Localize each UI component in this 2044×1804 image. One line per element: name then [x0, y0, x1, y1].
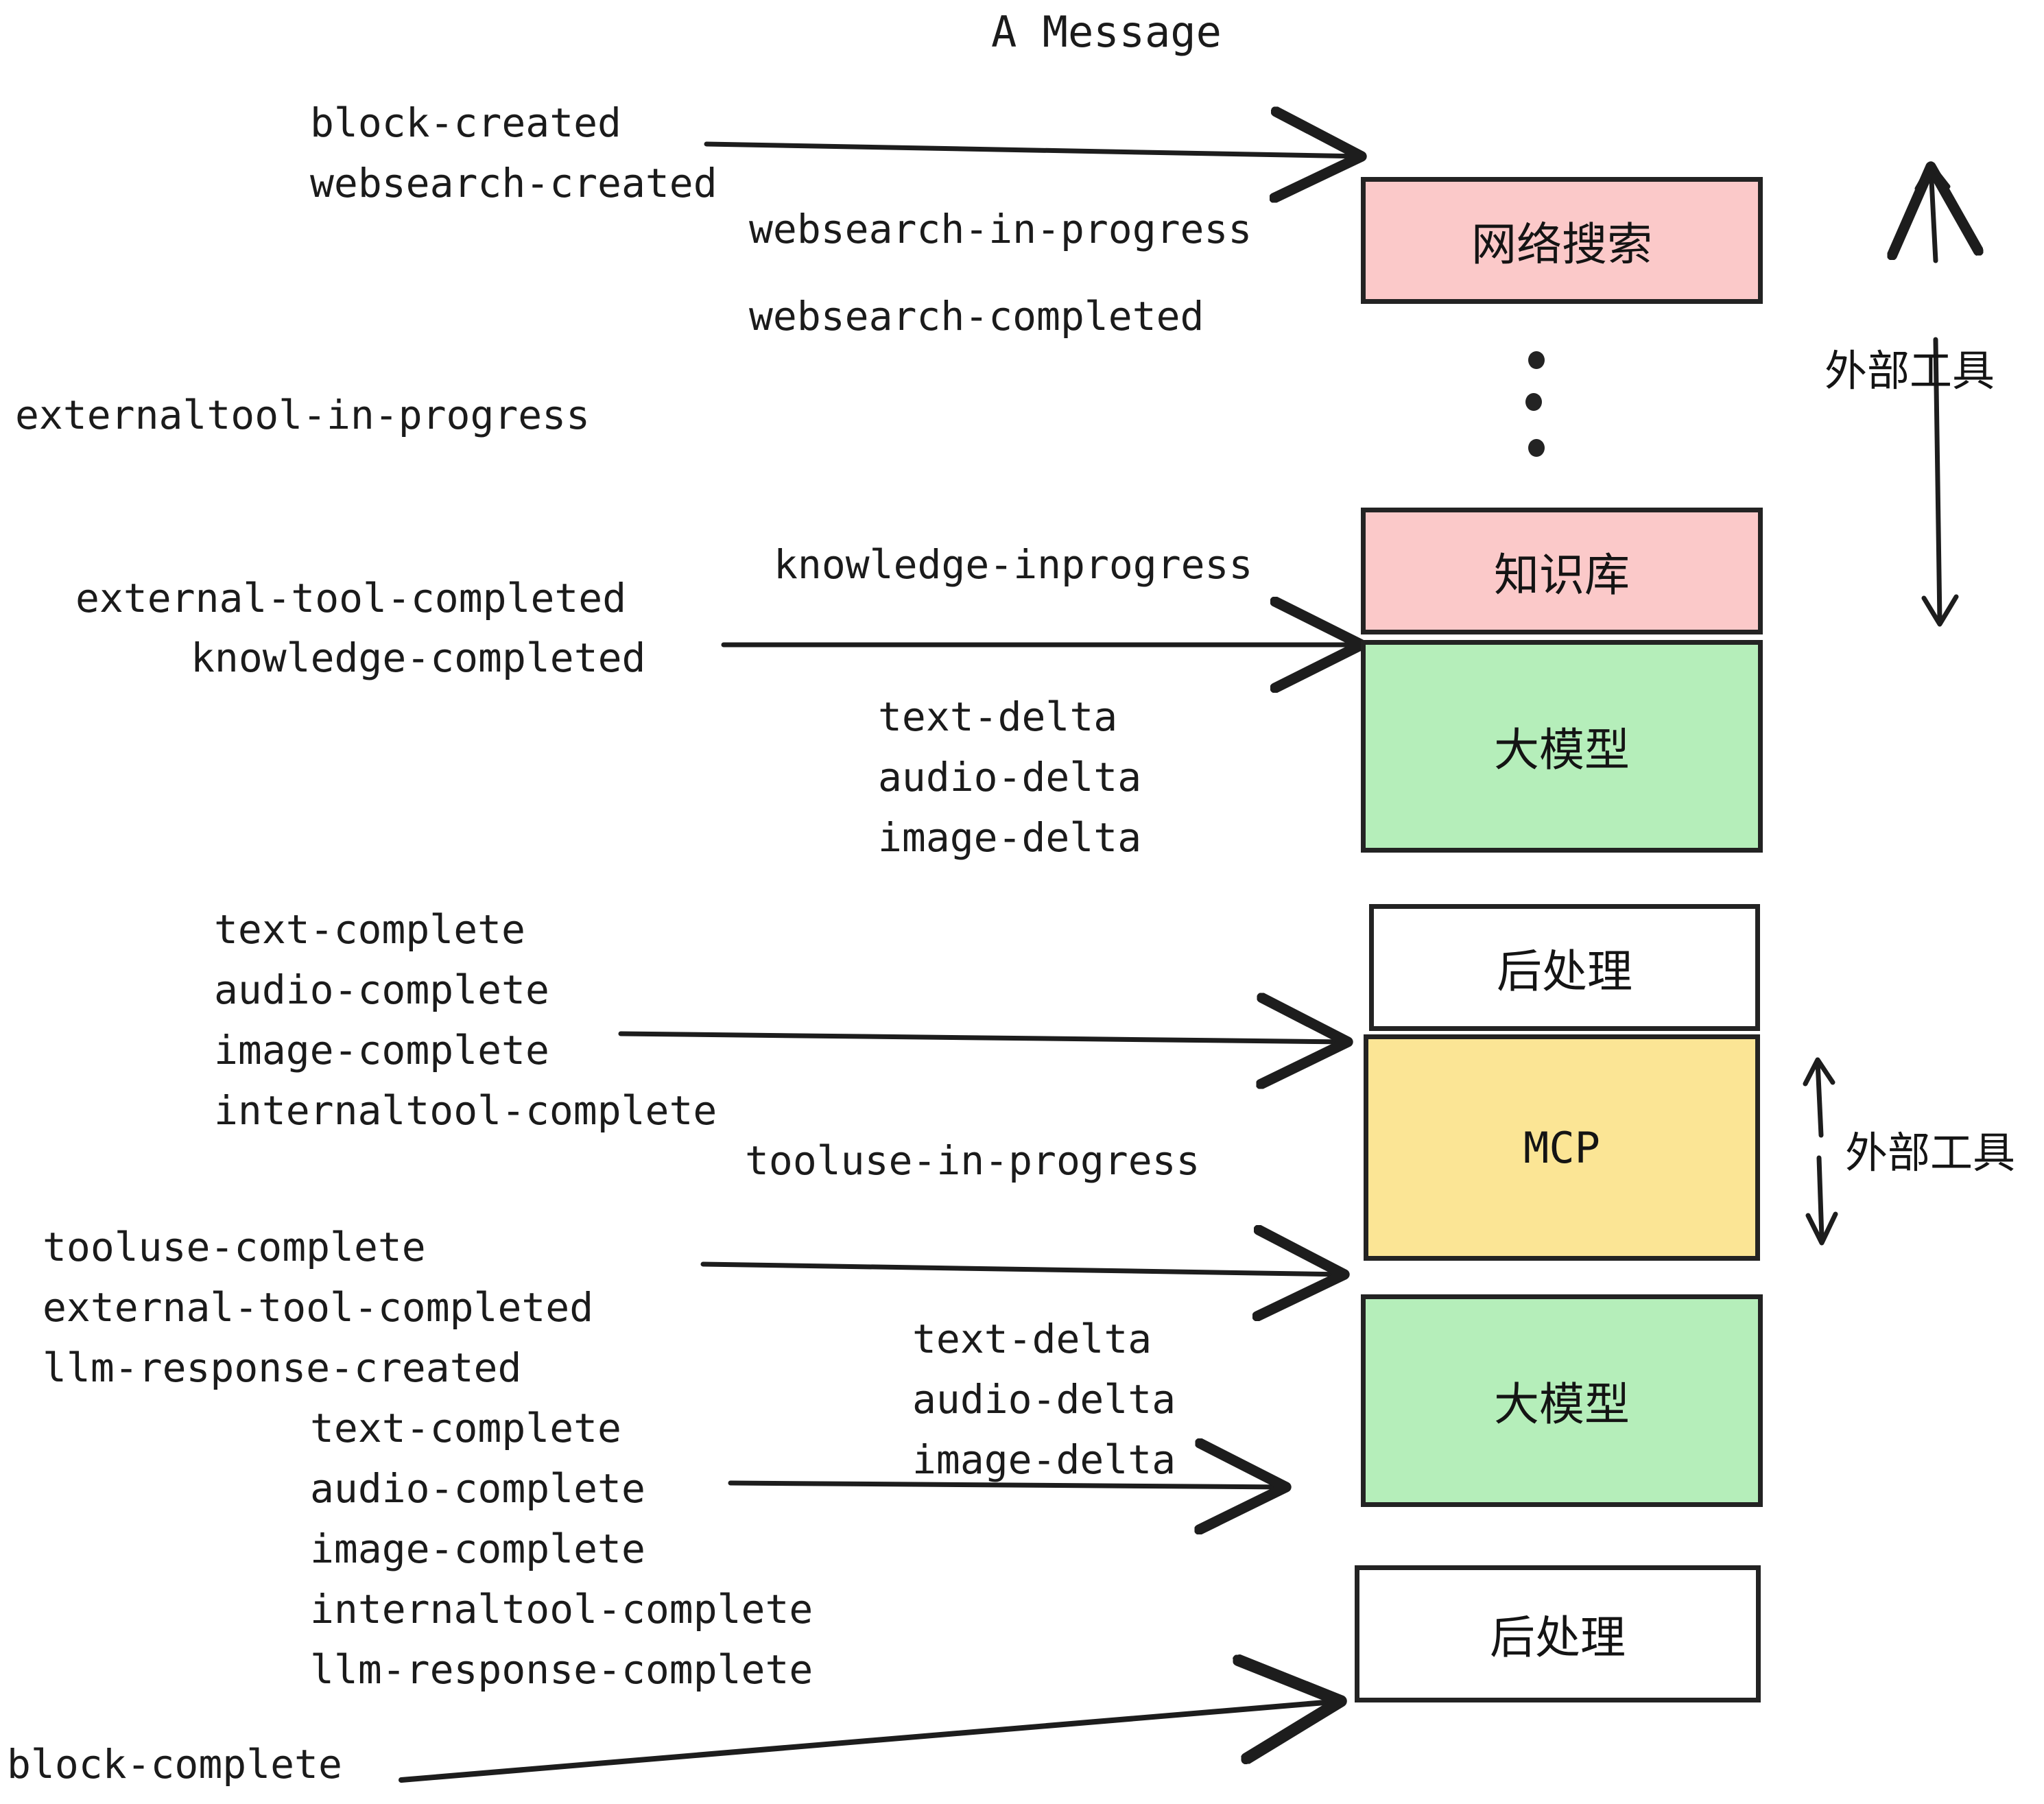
node-knowledge[interactable]: 知识库 — [1361, 508, 1763, 634]
group-label-external-tools-top: 外部工具 — [1825, 346, 1995, 396]
arrow-llmbottom-to-audiocomplete — [728, 1483, 1286, 1487]
event-block-created: block-created — [310, 99, 621, 146]
event-websearch-created: websearch-created — [310, 160, 717, 206]
event-websearch-completed: websearch-completed — [749, 293, 1204, 340]
event-audio-delta-2: audio-delta — [912, 1376, 1176, 1423]
node-llm-bottom-label: 大模型 — [1494, 1378, 1630, 1431]
ellipsis-dot-1 — [1528, 351, 1545, 369]
arrow-post-to-imagecomplete — [618, 1034, 1348, 1042]
event-internaltool-complete-1: internaltool-complete — [214, 1087, 717, 1134]
arrow-websearch-to-blockcreated — [704, 144, 1362, 156]
event-text-delta-2: text-delta — [912, 1316, 1152, 1362]
ellipsis-dot-3 — [1528, 439, 1545, 457]
event-text-delta-1: text-delta — [878, 693, 1118, 740]
event-websearch-in-progress: websearch-in-progress — [749, 206, 1252, 252]
node-llm-top-label: 大模型 — [1494, 724, 1630, 776]
group-label-external-tools-bottom: 外部工具 — [1845, 1128, 2016, 1178]
event-text-complete-1: text-complete — [214, 906, 525, 953]
event-internaltool-complete-2: internaltool-complete — [310, 1586, 813, 1633]
event-image-delta-2: image-delta — [912, 1436, 1176, 1483]
node-knowledge-label: 知识库 — [1494, 548, 1630, 602]
event-externaltool-in-progress: externaltool-in-progress — [15, 392, 591, 438]
node-mcp-label: MCP — [1523, 1122, 1600, 1173]
event-external-tool-completed-1: external-tool-completed — [75, 575, 627, 621]
node-llm-bottom[interactable]: 大模型 — [1361, 1294, 1763, 1507]
event-audio-delta-1: audio-delta — [878, 754, 1142, 800]
event-image-complete-2: image-complete — [310, 1526, 645, 1572]
page-title: A Message — [991, 7, 1222, 57]
node-post-processing-top[interactable]: 后处理 — [1369, 904, 1760, 1031]
event-knowledge-inprogress: knowledge-inprogress — [774, 541, 1253, 588]
event-text-complete-2: text-complete — [310, 1405, 621, 1451]
event-llm-response-complete: llm-response-complete — [310, 1646, 813, 1693]
event-tooluse-in-progress: tooluse-in-progress — [745, 1137, 1200, 1184]
event-audio-complete-2: audio-complete — [310, 1465, 645, 1512]
external-tools-bottom-down-arrow — [1805, 1155, 1838, 1246]
event-image-complete-1: image-complete — [214, 1027, 549, 1073]
external-tools-top-up-arrow — [1917, 165, 1948, 263]
node-websearch[interactable]: 网络搜索 — [1361, 177, 1763, 304]
ellipsis-dot-2 — [1525, 393, 1542, 411]
event-block-complete: block-complete — [7, 1741, 342, 1788]
node-post-processing-bottom[interactable]: 后处理 — [1355, 1565, 1761, 1702]
node-llm-top[interactable]: 大模型 — [1361, 640, 1763, 853]
event-image-delta-1: image-delta — [878, 814, 1142, 861]
node-post-processing-top-label: 后处理 — [1497, 945, 1632, 998]
node-mcp[interactable]: MCP — [1364, 1034, 1760, 1261]
external-tools-bottom-up-arrow — [1803, 1057, 1835, 1138]
event-llm-response-created: llm-response-created — [43, 1344, 522, 1391]
node-post-processing-bottom-label: 后处理 — [1490, 1611, 1626, 1664]
arrow-postbottom-to-blockcomplete — [399, 1701, 1341, 1783]
event-knowledge-completed: knowledge-completed — [191, 634, 646, 681]
node-websearch-label: 网络搜索 — [1471, 217, 1652, 271]
event-external-tool-completed-2: external-tool-completed — [43, 1284, 594, 1331]
arrow-mcp-to-toolusecomplete — [700, 1264, 1344, 1274]
event-tooluse-complete: tooluse-complete — [43, 1224, 426, 1270]
event-audio-complete-1: audio-complete — [214, 966, 549, 1013]
